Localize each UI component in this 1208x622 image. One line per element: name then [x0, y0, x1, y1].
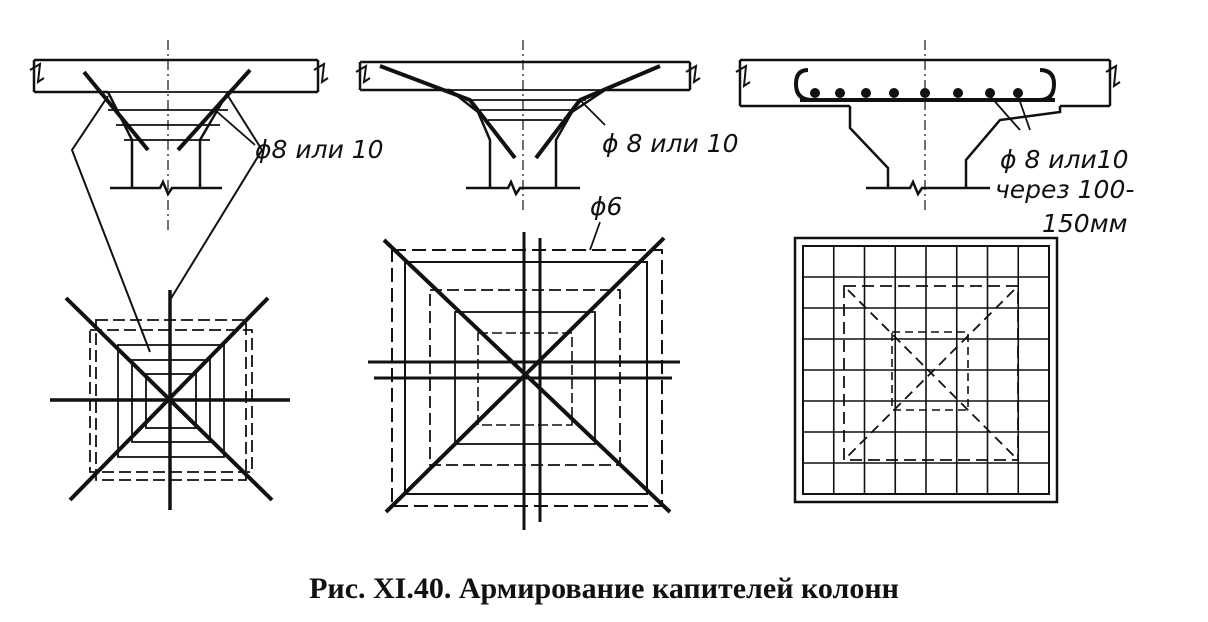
rebar-dot [835, 88, 845, 98]
leader-1 [214, 109, 256, 146]
plan-1-axes [50, 290, 290, 510]
plan-3-dashed-diagonals [847, 289, 1015, 457]
plan-2-axes [368, 232, 680, 530]
rebar-dots-3 [810, 88, 1023, 98]
leader-2 [579, 99, 606, 126]
section-1 [29, 40, 329, 232]
label-d8-or-10-b: ϕ 8 или 10 [602, 129, 739, 158]
rebar-dot [985, 88, 995, 98]
slab-break-2 [355, 64, 701, 85]
plan-2 [368, 221, 680, 530]
slab-outline-2 [358, 60, 692, 92]
label-d6: ϕ6 [590, 192, 622, 221]
plan-1 [50, 290, 290, 510]
capital-outline-3 [848, 106, 1062, 197]
rebar-dot [889, 88, 899, 98]
plan-2-leader [589, 221, 601, 251]
figure-caption: Рис. XI.40. Армирование капителей колонн [309, 572, 899, 605]
section-2 [355, 40, 701, 212]
slab-break-1 [29, 62, 329, 85]
leader-3 [989, 95, 1031, 131]
section-3 [735, 40, 1121, 212]
label-spacing-mm: 150мм [1042, 209, 1127, 238]
leader-long-1 [70, 95, 264, 353]
plan-3-mesh [803, 246, 1049, 494]
capital-outline-2 [449, 88, 606, 197]
rebar-dot [920, 88, 930, 98]
rebar-hook-3 [793, 68, 1057, 102]
slab-break-3 [735, 64, 1121, 89]
label-spacing: через 100- [995, 175, 1134, 204]
rebar-hoops-2 [440, 89, 610, 121]
plan-3-outer [793, 236, 1059, 504]
label-d8-or-10-c: ϕ 8 или10 [1000, 145, 1129, 174]
rebar-dot [953, 88, 963, 98]
rebar-dot [1013, 88, 1023, 98]
plan-3-dashed-square [843, 285, 1019, 461]
label-d8-or-10-a: ϕ8 или 10 [255, 135, 384, 164]
plan-2-diagonals [382, 236, 672, 514]
slab-outline-1 [32, 58, 320, 94]
rebar-dot [861, 88, 871, 98]
plan-3 [793, 236, 1059, 504]
rebar-dot [810, 88, 820, 98]
